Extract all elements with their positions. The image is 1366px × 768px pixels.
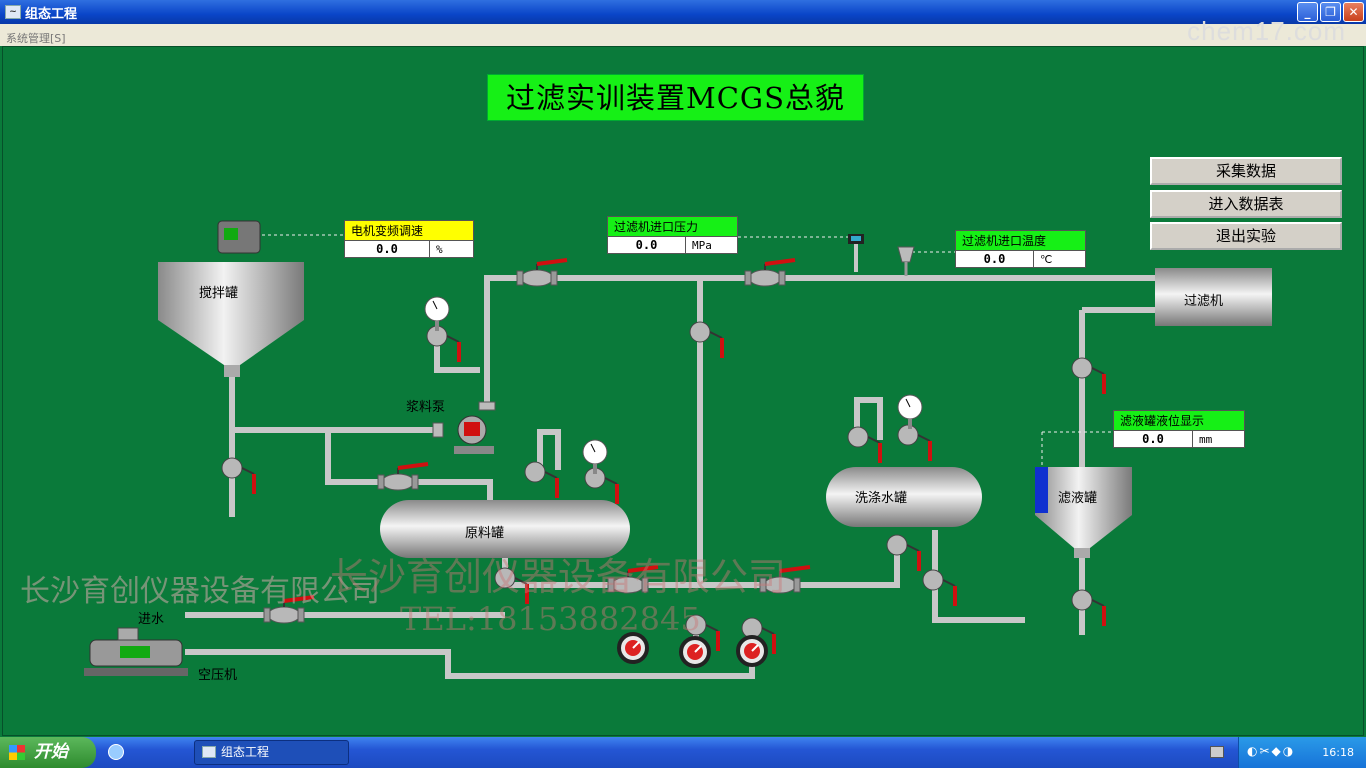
valve[interactable] xyxy=(1070,356,1106,396)
slurry-pump-label: 浆料泵 xyxy=(406,400,446,415)
raw-material-tank xyxy=(380,500,630,558)
restore-button[interactable]: ❐ xyxy=(1320,2,1341,22)
exit-experiment-button[interactable]: 退出实验 xyxy=(1150,222,1342,250)
level-bar xyxy=(1035,467,1048,513)
red-gauge xyxy=(736,635,768,667)
pressure-gauge xyxy=(896,393,924,431)
valve[interactable] xyxy=(1070,588,1106,628)
start-label: 开始 xyxy=(34,742,68,762)
raw-tank-label: 原料罐 xyxy=(465,526,505,541)
water-inlet-label: 进水 xyxy=(138,612,165,627)
valve[interactable] xyxy=(583,466,619,506)
panel-unit: MPa xyxy=(685,237,737,253)
air-compressor xyxy=(84,627,188,676)
temperature-sensor xyxy=(897,246,915,276)
filter-label: 过滤机 xyxy=(1184,294,1224,309)
agitator-motor xyxy=(217,220,261,254)
valve[interactable] xyxy=(376,462,430,492)
taskbar: 开始 组态工程 ◐✂◆◑ 16:18 xyxy=(0,737,1366,768)
filter-machine xyxy=(1155,268,1272,326)
page-title: 过滤实训装置MCGS总貌 xyxy=(487,74,864,121)
valve[interactable] xyxy=(846,425,882,465)
valve[interactable] xyxy=(743,258,797,288)
valve[interactable] xyxy=(688,320,724,360)
panel-value: 0.0 xyxy=(635,238,658,252)
pressure-gauge xyxy=(581,438,609,476)
company-watermark-large: 长沙育创仪器设备有限公司 xyxy=(330,555,787,599)
pressure-gauge xyxy=(423,295,451,333)
collect-data-button[interactable]: 采集数据 xyxy=(1150,157,1342,185)
valve[interactable] xyxy=(896,423,932,463)
panel-title: 过滤机进口压力 xyxy=(607,216,738,236)
panel-value: 0.0 xyxy=(1142,432,1164,446)
enter-data-table-button[interactable]: 进入数据表 xyxy=(1150,190,1342,218)
filtrate-level-panel: 滤液罐液位显示 0.0 mm xyxy=(1113,410,1245,448)
app-icon: ~ xyxy=(5,5,21,19)
company-watermark: 长沙育创仪器设备有限公司 xyxy=(20,574,380,609)
wash-tank-label: 洗涤水罐 xyxy=(855,491,908,506)
pipes xyxy=(185,275,1155,679)
window-title: 组态工程 xyxy=(25,6,78,22)
menubar: 系统管理[S] xyxy=(0,24,1366,46)
site-watermark: chem17.com xyxy=(1187,16,1346,46)
panel-unit: mm xyxy=(1192,431,1244,447)
windows-flag-icon xyxy=(9,745,25,760)
red-gauge xyxy=(679,636,711,668)
quicklaunch-icon[interactable] xyxy=(108,744,124,760)
inlet-pressure-panel: 过滤机进口压力 0.0 MPa xyxy=(607,216,738,254)
valve[interactable] xyxy=(885,533,921,573)
tray-icons[interactable]: ◐✂◆◑ xyxy=(1247,744,1296,758)
panel-unit: % xyxy=(429,241,473,257)
panel-title: 电机变频调速 xyxy=(344,220,474,240)
valve[interactable] xyxy=(921,568,957,608)
clock: 16:18 xyxy=(1322,746,1354,759)
panel-value: 0.0 xyxy=(376,242,398,256)
mixing-tank-label: 搅拌罐 xyxy=(199,286,239,301)
compressor-label: 空压机 xyxy=(198,668,238,683)
red-gauge xyxy=(617,632,649,664)
panel-title: 滤液罐液位显示 xyxy=(1113,410,1245,430)
valve[interactable] xyxy=(425,324,461,364)
filtrate-tank xyxy=(1035,467,1132,558)
start-button[interactable]: 开始 xyxy=(0,737,96,768)
valve[interactable] xyxy=(515,258,569,288)
task-label: 组态工程 xyxy=(221,745,270,759)
wash-water-tank xyxy=(826,467,982,527)
taskbar-window-item[interactable]: 组态工程 xyxy=(194,740,349,765)
close-button[interactable]: ✕ xyxy=(1343,2,1364,22)
panel-title: 过滤机进口温度 xyxy=(955,230,1086,250)
panel-value: 0.0 xyxy=(983,252,1006,266)
minimize-button[interactable]: _ xyxy=(1297,2,1318,22)
filtrate-tank-label: 滤液罐 xyxy=(1058,491,1098,506)
motor-speed-panel: 电机变频调速 0.0% xyxy=(344,220,474,258)
instrument-leaders xyxy=(262,234,1113,468)
keyboard-icon[interactable] xyxy=(1210,746,1224,758)
system-tray: ◐✂◆◑ 16:18 xyxy=(1238,737,1366,768)
slurry-pump xyxy=(432,401,496,454)
valve[interactable] xyxy=(220,456,256,496)
menu-system-management[interactable]: 系统管理[S] xyxy=(6,32,66,45)
mixing-tank xyxy=(158,262,304,377)
panel-unit: ℃ xyxy=(1033,251,1085,267)
app-icon xyxy=(202,746,216,758)
window-titlebar: ~ 组态工程 _ ❐ ✕ xyxy=(0,0,1366,24)
inlet-temperature-panel: 过滤机进口温度 0.0 ℃ xyxy=(955,230,1086,268)
valve[interactable] xyxy=(523,460,559,500)
pressure-sensor xyxy=(848,234,864,272)
tel-watermark: TEL:18153882845 xyxy=(400,600,701,638)
